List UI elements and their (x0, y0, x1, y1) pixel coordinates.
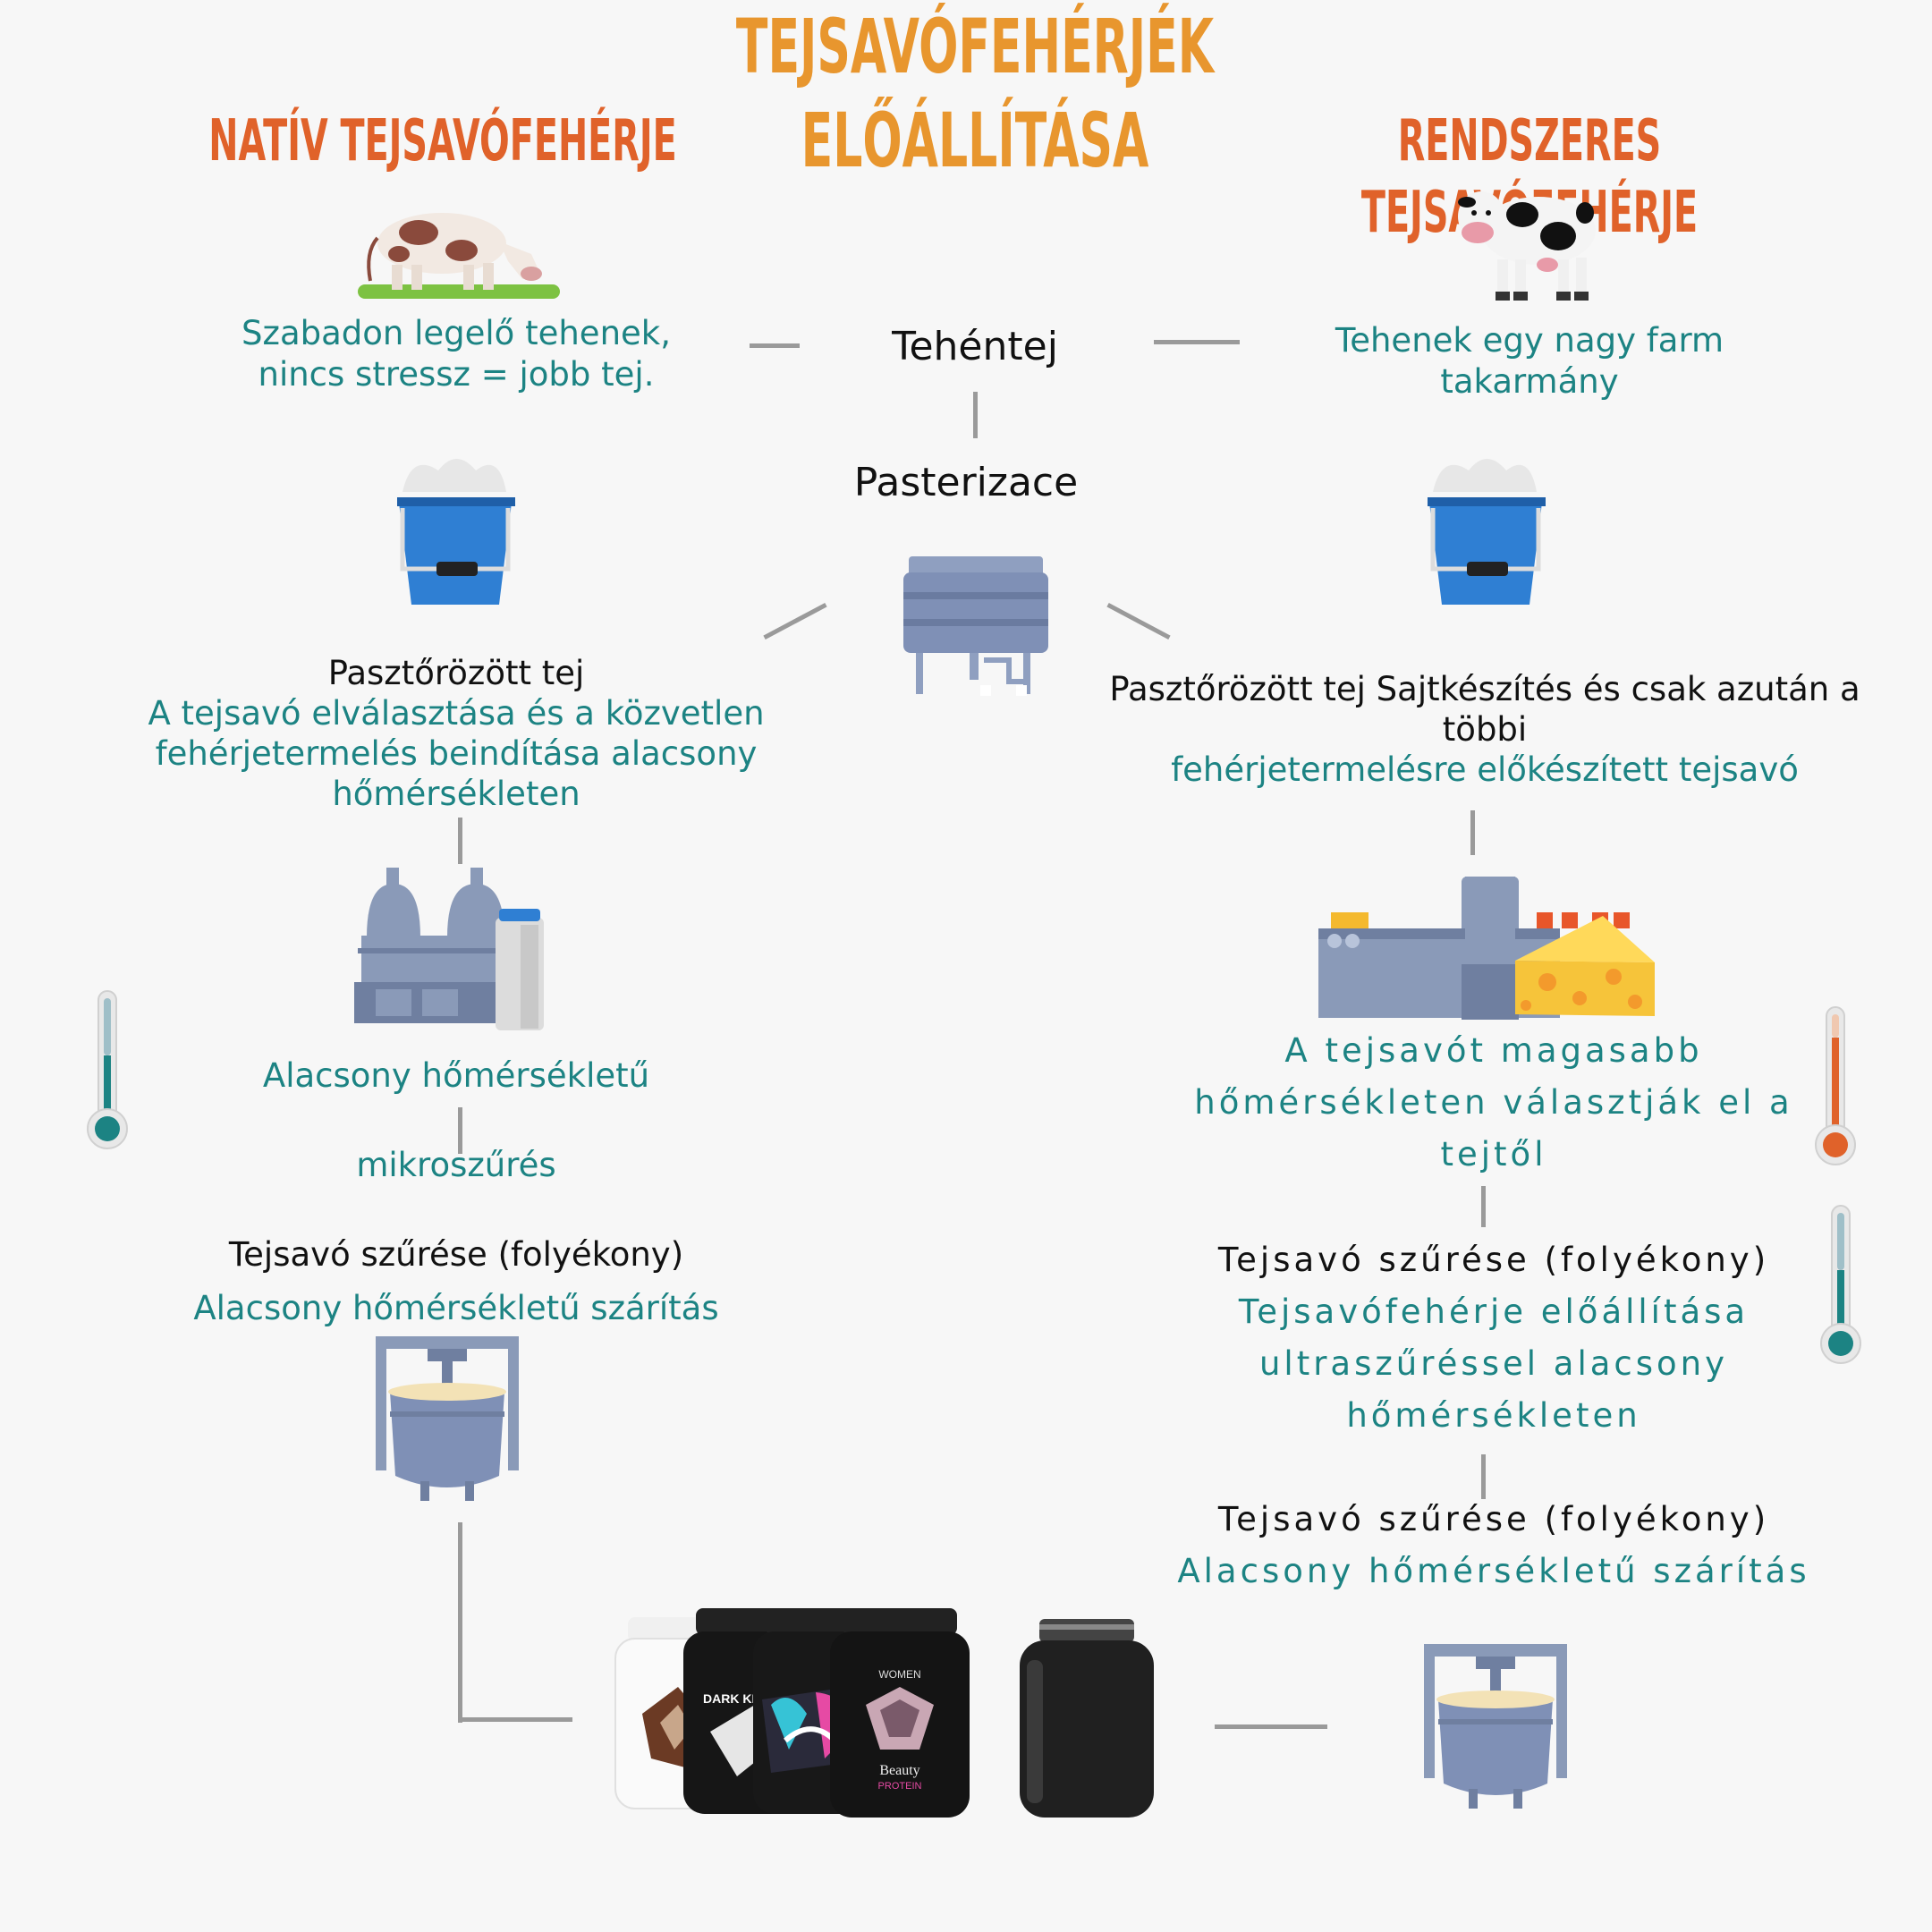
tub-label: DARK KN (703, 1691, 761, 1706)
left-past-desc-line1: A tejsavó elválasztása és a közvetlen (148, 694, 765, 733)
left-lowtemp: Alacsony hőmérsékletű (262, 1056, 650, 1095)
right-past-desc: fehérjetermelésre előkészített tejsavó (1171, 750, 1799, 789)
left-past-title: Pasztőrözött tej (327, 654, 585, 692)
connector-line (458, 818, 462, 864)
tub-sub: PROTEIN (878, 1781, 922, 1792)
left-whey-desc: Alacsony hőmérsékletű szárítás (193, 1289, 719, 1327)
right-cows-line1: Tehenek egy nagy farm (1335, 321, 1724, 360)
connector-line (1481, 1454, 1486, 1499)
cheese-factory-icon (1318, 877, 1655, 1020)
right-whey1-desc-line2: ultraszűréssel alacsony (1258, 1344, 1729, 1383)
right-hightemp-line3: tejtől (1440, 1135, 1547, 1174)
connector-line (1106, 602, 1171, 640)
dryer-vat-icon (376, 1336, 519, 1501)
right-past-title-line2: többi (1442, 710, 1528, 749)
connector-line (750, 343, 800, 348)
left-cows-line1: Szabadon legelő tehenek, (242, 314, 671, 352)
thermometer-icon (1820, 1205, 1861, 1364)
connector-line (763, 602, 827, 640)
pasteurization-label: Pasterizace (853, 460, 1079, 505)
left-past-desc-line3: hőmérsékleten (332, 775, 580, 813)
main-title: TEJSAVÓFEHÉRJÉK ELŐÁLLÍTÁSA (735, 3, 1215, 184)
connector-line (1215, 1724, 1327, 1729)
left-cows-line2: nincs stressz = jobb tej. (258, 355, 655, 394)
dairy-tanks-icon (354, 868, 544, 1030)
thermometer-icon (1815, 1006, 1856, 1165)
connector-line (1470, 810, 1475, 855)
connector-line (1154, 340, 1240, 344)
milk-bucket-icon (1428, 459, 1546, 605)
right-whey2-desc: Alacsony hőmérsékletű szárítás (1177, 1552, 1810, 1590)
right-cows-line2: takarmány (1440, 362, 1619, 401)
right-whey2-title: Tejsavó szűrése (folyékony) (1217, 1500, 1770, 1538)
right-hightemp-line2: hőmérsékleten választják el a (1194, 1083, 1793, 1122)
protein-tub-icon (1020, 1619, 1154, 1818)
pasteurizer-icon (903, 556, 1048, 696)
milk-bucket-icon (397, 459, 515, 605)
connector-line (458, 1107, 462, 1154)
left-past-desc-line2: fehérjetermelés beindítása alacsony (155, 734, 758, 773)
connector-line (973, 392, 978, 438)
cow-grazing-icon (358, 213, 560, 299)
dryer-vat-icon (1424, 1644, 1567, 1809)
cow-standing-icon (1458, 191, 1596, 301)
connector-line (1481, 1186, 1486, 1227)
tub-brand: WOMEN (878, 1668, 920, 1681)
right-hightemp-line1: A tejsavót magasabb (1284, 1031, 1703, 1070)
connector-line (458, 1717, 572, 1722)
left-whey-title: Tejsavó szűrése (folyékony) (228, 1235, 684, 1274)
right-whey1-desc-line3: hőmérsékleten (1346, 1396, 1641, 1435)
protein-tub-icon: WOMEN Beauty PROTEIN (830, 1608, 970, 1818)
right-whey1-title: Tejsavó szűrése (folyékony) (1217, 1241, 1770, 1279)
left-micro: mikroszűrés (356, 1146, 556, 1184)
milk-label: Tehéntej (892, 324, 1058, 369)
thermometer-icon (87, 990, 128, 1149)
right-past-title-line1: Pasztőrözött tej Sajtkészítés és csak az… (1109, 670, 1860, 708)
connector-line (458, 1522, 462, 1723)
left-title: NATÍV TEJSAVÓFEHÉRJE (208, 108, 677, 174)
tub-label: Beauty (879, 1763, 919, 1778)
right-whey1-desc-line1: Tejsavófehérje előállítása (1238, 1292, 1750, 1331)
